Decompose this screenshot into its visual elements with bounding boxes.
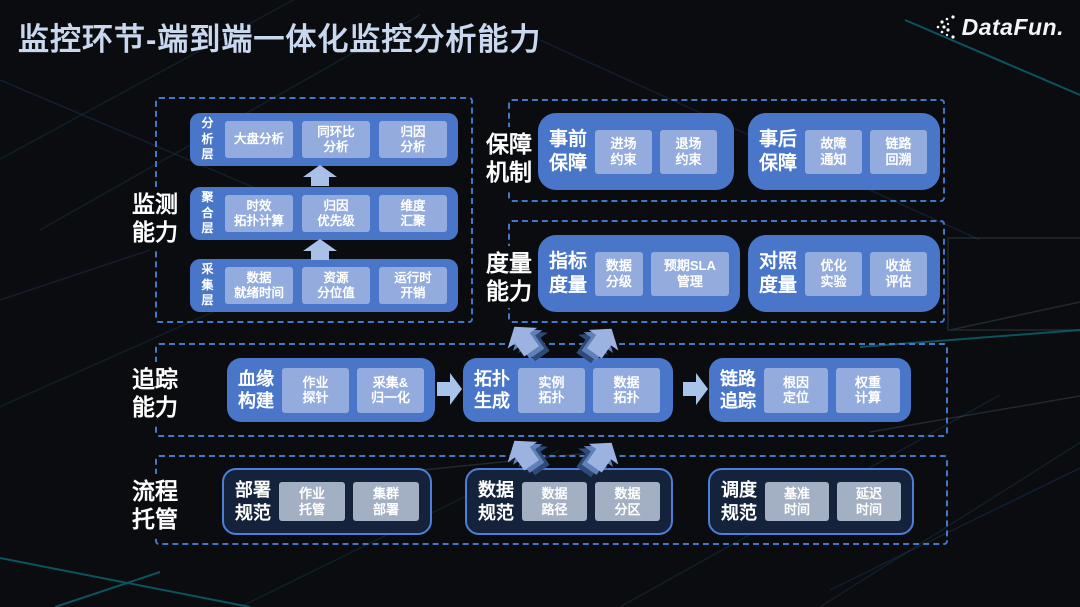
section-measure-label: 度量 能力 [482, 246, 536, 309]
logo-text: DataFun. [961, 13, 1064, 40]
chip: 数据 分区 [595, 482, 660, 521]
group-schedule-spec: 调度 规范 基准 时间 延迟 时间 [708, 468, 914, 535]
chip: 权重 计算 [836, 367, 900, 413]
arrow-right-icon [437, 373, 462, 405]
group-deploy-spec: 部署 规范 作业 托管 集群 部署 [222, 468, 432, 535]
arrow-diagonal-up-left-icon [507, 440, 550, 476]
group-label: 事前 保障 [549, 128, 588, 174]
chip: 大盘分析 [225, 121, 293, 158]
group-label: 部署 规范 [235, 480, 271, 523]
group-label: 链路 追踪 [720, 368, 756, 412]
group-post-guarantee: 事后 保障 故障 通知 链路 回溯 [748, 113, 940, 190]
chip: 作业 托管 [279, 482, 345, 521]
layer-analysis: 分 析 层 大盘分析 同环比 分析 归因 分析 [190, 113, 458, 166]
group-contrast-measure: 对照 度量 优化 实验 收益 评估 [748, 235, 940, 312]
datafun-logo: DataFun. [933, 13, 1064, 41]
arrow-diagonal-up-right-icon [576, 328, 619, 364]
arrow-diagonal-up-left-icon [507, 326, 550, 362]
chip: 集群 部署 [353, 482, 419, 521]
section-monitor-label: 监测 能力 [128, 187, 182, 250]
chip: 退场 约束 [660, 129, 718, 174]
group-label: 指标 度量 [549, 250, 588, 296]
arrow-up-icon [303, 239, 337, 260]
group-label: 对照 度量 [759, 250, 798, 296]
chip: 进场 约束 [595, 129, 653, 174]
group-label: 事后 保障 [759, 128, 798, 174]
chip: 基准 时间 [765, 482, 829, 521]
group-link-trace: 链路 追踪 根因 定位 权重 计算 [709, 358, 911, 422]
arrow-diagonal-up-right-icon [576, 442, 619, 478]
chip: 资源 分位值 [302, 267, 370, 304]
chip: 归因 优先级 [302, 195, 370, 232]
chip: 数据 拓扑 [593, 367, 660, 413]
chip: 优化 实验 [805, 251, 863, 296]
layer-collection: 采 集 层 数据 就绪时间 资源 分位值 运行时 开销 [190, 259, 458, 312]
chip: 故障 通知 [805, 129, 863, 174]
layer-label: 聚 合 层 [201, 190, 214, 236]
chip: 实例 拓扑 [518, 367, 585, 413]
chip: 作业 探针 [282, 367, 349, 413]
group-lineage-build: 血缘 构建 作业 探针 采集& 归一化 [227, 358, 435, 422]
group-topology-gen: 拓扑 生成 实例 拓扑 数据 拓扑 [463, 358, 673, 422]
group-label: 调度 规范 [721, 480, 757, 523]
group-data-spec: 数据 规范 数据 路径 数据 分区 [465, 468, 673, 535]
chip: 收益 评估 [870, 251, 928, 296]
chip: 链路 回溯 [870, 129, 928, 174]
chip: 采集& 归一化 [357, 367, 424, 413]
chip: 同环比 分析 [302, 121, 370, 158]
chip: 数据 路径 [522, 482, 587, 521]
group-label: 血缘 构建 [238, 368, 274, 412]
group-metric-measure: 指标 度量 数据 分级 预期SLA 管理 [538, 235, 740, 312]
layer-label: 采 集 层 [201, 262, 214, 308]
layer-aggregation: 聚 合 层 时效 拓扑计算 归因 优先级 维度 汇聚 [190, 187, 458, 240]
group-label: 拓扑 生成 [474, 368, 510, 412]
chip: 根因 定位 [764, 367, 828, 413]
section-guarantee-label: 保障 机制 [482, 127, 536, 190]
section-trace-label: 追踪 能力 [128, 362, 182, 425]
arrow-right-icon [683, 373, 708, 405]
chip: 归因 分析 [379, 121, 447, 158]
group-label: 数据 规范 [478, 480, 514, 523]
section-process-label: 流程 托管 [128, 474, 182, 537]
layer-label: 分 析 层 [201, 116, 214, 162]
group-pre-guarantee: 事前 保障 进场 约束 退场 约束 [538, 113, 734, 190]
chip: 时效 拓扑计算 [225, 195, 293, 232]
chip: 运行时 开销 [379, 267, 447, 304]
chip: 数据 就绪时间 [225, 267, 293, 304]
logo-dots-icon [936, 15, 955, 39]
chip: 维度 汇聚 [379, 195, 447, 232]
page-title: 监控环节-端到端一体化监控分析能力 [18, 22, 542, 57]
chip: 数据 分级 [595, 251, 643, 296]
chip: 延迟 时间 [837, 482, 901, 521]
arrow-up-icon [303, 165, 337, 186]
chip: 预期SLA 管理 [650, 251, 729, 296]
